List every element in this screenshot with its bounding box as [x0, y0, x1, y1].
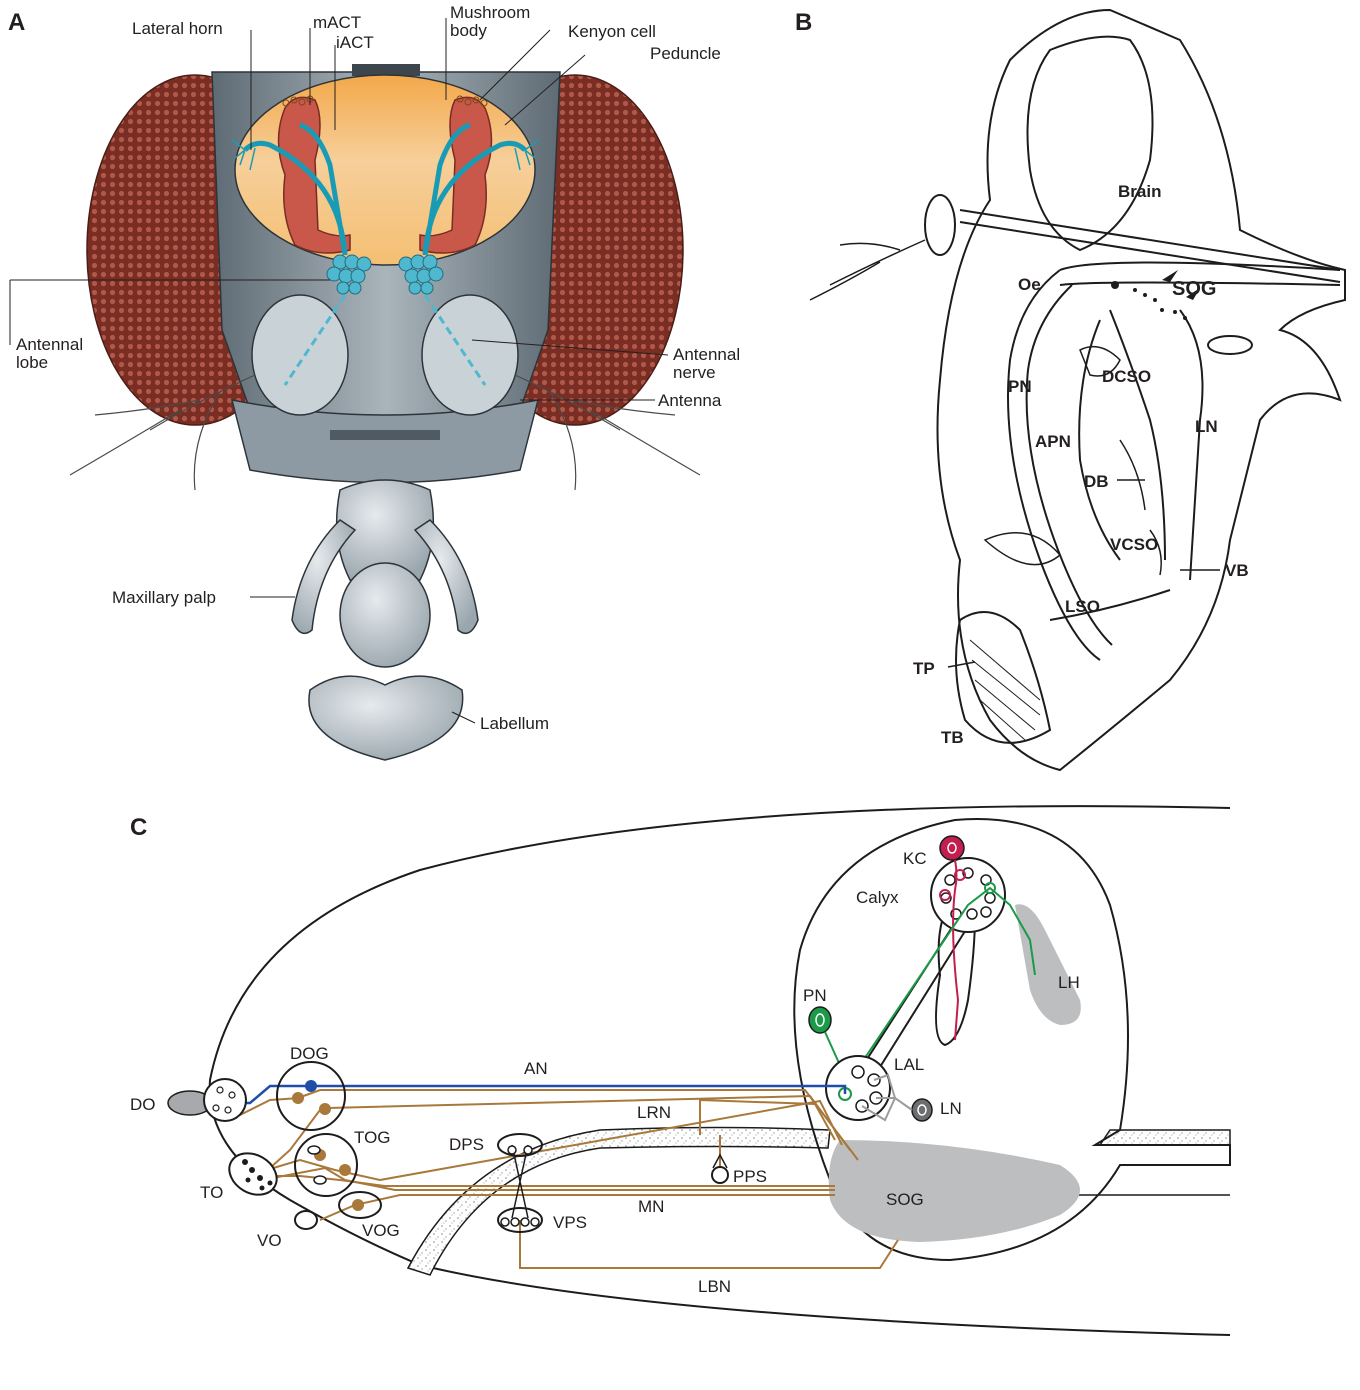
ln-cell-body	[912, 1099, 932, 1121]
label-oe: Oe	[1018, 275, 1041, 294]
left-antenna	[252, 295, 348, 415]
label-tp: TP	[913, 659, 935, 678]
label-apn: APN	[1035, 432, 1071, 451]
sog-region	[829, 1140, 1080, 1242]
label-antennal-nerve-line2: nerve	[673, 363, 716, 382]
kc-cell-body	[940, 836, 964, 860]
label-antennal-lobe-line2: lobe	[16, 353, 48, 372]
label-calyx: Calyx	[856, 888, 899, 907]
label-lrn: LRN	[637, 1103, 671, 1122]
cibarium-b	[1208, 336, 1252, 354]
label-mact: mACT	[313, 13, 361, 32]
head-rod-upper	[960, 210, 1340, 270]
label-antenna: Antenna	[658, 391, 722, 410]
label-maxillary-palp: Maxillary palp	[112, 588, 216, 607]
label-mushroom-body-line2: body	[450, 21, 487, 40]
panel-a: A	[8, 3, 740, 760]
label-lbn: LBN	[698, 1277, 731, 1296]
lateral-horn-c	[1015, 904, 1081, 1025]
label-an: AN	[524, 1059, 548, 1078]
panel-letter-c: C	[130, 814, 147, 841]
pn-cell-body	[809, 1007, 831, 1033]
label-antennal-lobe-line1: Antennal	[16, 335, 83, 354]
lobe-b	[985, 533, 1060, 565]
dorsal-organ-ganglion	[277, 1062, 345, 1130]
arista-b	[810, 240, 925, 300]
label-pn-b: PN	[1008, 377, 1032, 396]
label-vcso: VCSO	[1110, 535, 1158, 554]
label-peduncle: Peduncle	[650, 44, 721, 63]
label-vps: VPS	[553, 1213, 587, 1232]
labial-nerve	[1180, 310, 1203, 580]
posterior-pharyngeal-sensilla	[712, 1167, 728, 1183]
head-outline-b	[938, 10, 1346, 770]
antenna-base-b	[925, 195, 955, 255]
face-ridge	[330, 430, 440, 440]
label-tog: TOG	[354, 1128, 391, 1147]
larva-body-outline-lower	[420, 1265, 1230, 1335]
label-brain: Brain	[1118, 182, 1161, 201]
label-pps: PPS	[733, 1167, 767, 1186]
tp-pointer	[948, 662, 975, 667]
dorsal-organ-sensilla	[204, 1079, 246, 1121]
antennal-nerve-an	[195, 1086, 845, 1103]
pharyngeal-nerve	[1110, 310, 1165, 560]
head-rod-lower	[960, 222, 1340, 282]
label-lso: LSO	[1065, 597, 1100, 616]
oesophagus-wall-c	[1100, 1130, 1230, 1145]
label-lal: LAL	[894, 1055, 924, 1074]
label-mushroom-body-line1: Mushroom	[450, 3, 530, 22]
dog-neuron-blue	[305, 1080, 317, 1092]
haustellum	[340, 563, 430, 667]
head-top-ridge	[352, 64, 420, 76]
label-ln-c: LN	[940, 1099, 962, 1118]
label-dog: DOG	[290, 1044, 329, 1063]
label-to: TO	[200, 1183, 223, 1202]
label-antennal-nerve-line1: Antennal	[673, 345, 740, 364]
accessory-pharyngeal-nerve	[1079, 320, 1120, 560]
label-mn: MN	[638, 1197, 664, 1216]
label-dcso: DCSO	[1102, 367, 1151, 386]
label-vb: VB	[1225, 561, 1249, 580]
brain-outline-b	[1028, 37, 1153, 250]
label-pn-c: PN	[803, 986, 827, 1005]
panel-letter-b: B	[795, 9, 812, 36]
panel-c: C	[130, 806, 1230, 1335]
ventral-organ	[295, 1211, 317, 1229]
label-lh: LH	[1058, 973, 1080, 992]
labellum	[309, 676, 463, 760]
label-sog-b: SOG	[1172, 278, 1216, 300]
brain	[235, 75, 535, 265]
label-sog-c: SOG	[886, 1190, 924, 1209]
label-kenyon-cell: Kenyon cell	[568, 22, 656, 41]
db-organ	[1120, 440, 1145, 510]
label-do: DO	[130, 1095, 156, 1114]
label-vog: VOG	[362, 1221, 400, 1240]
label-labellum: Labellum	[480, 714, 549, 733]
label-ln-b: LN	[1195, 417, 1218, 436]
panel-letter-a: A	[8, 9, 25, 36]
panel-b: B Brain	[795, 9, 1345, 770]
label-lateral-horn: Lateral horn	[132, 19, 223, 38]
label-db: DB	[1084, 472, 1109, 491]
dorsal-pharyngeal-sensilla	[498, 1134, 542, 1156]
label-vo: VO	[257, 1231, 282, 1250]
label-tb: TB	[941, 728, 964, 747]
label-kc: KC	[903, 849, 927, 868]
label-dps: DPS	[449, 1135, 484, 1154]
right-antenna	[422, 295, 518, 415]
label-iact: iACT	[336, 33, 374, 52]
terminal-organ	[222, 1145, 284, 1203]
